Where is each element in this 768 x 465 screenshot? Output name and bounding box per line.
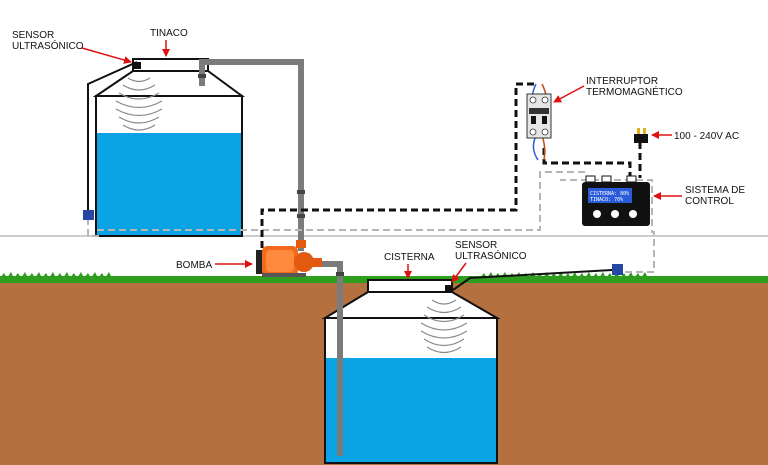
control-display bbox=[588, 188, 632, 203]
control-button-2 bbox=[611, 210, 619, 218]
cistern-sensor bbox=[445, 285, 453, 292]
sensor-cables bbox=[87, 171, 655, 273]
tinaco-sensor-waves bbox=[115, 77, 163, 131]
control-box bbox=[582, 175, 650, 226]
label-sensor-bottom-line1: SENSOR bbox=[455, 240, 497, 251]
label-sensor-top-line1: SENSOR bbox=[12, 30, 54, 41]
cistern-tank bbox=[321, 279, 501, 464]
cistern-sensor-waves bbox=[420, 299, 468, 354]
label-tinaco: TINACO bbox=[150, 28, 188, 39]
cistern-sensor-cable bbox=[452, 269, 613, 291]
pump bbox=[256, 240, 322, 277]
pipe-joints bbox=[198, 74, 344, 276]
arrow-interruptor bbox=[553, 85, 585, 103]
display-line-2: TINACO: 70% bbox=[590, 197, 623, 203]
arrow-sensor-top bbox=[81, 47, 132, 64]
label-interruptor-line1: INTERRUPTOR bbox=[586, 76, 658, 87]
control-button-3 bbox=[629, 210, 637, 218]
label-cisterna: CISTERNA bbox=[384, 252, 435, 263]
label-sensor-top-line2: ULTRASÓNICO bbox=[12, 39, 84, 52]
control-button-1 bbox=[593, 210, 601, 218]
power-plug bbox=[634, 128, 648, 143]
power-cables bbox=[260, 82, 642, 248]
breaker bbox=[526, 93, 552, 139]
tinaco-sensor-cable bbox=[87, 61, 138, 212]
label-interruptor-line2: TERMOMAGNÉTICO bbox=[586, 85, 683, 98]
tinaco-sensor-junction bbox=[83, 210, 94, 220]
label-bomba: BOMBA bbox=[176, 260, 212, 271]
cistern-water bbox=[326, 358, 496, 462]
label-power: 100 - 240V AC bbox=[674, 131, 739, 142]
label-sistema-line2: CONTROL bbox=[685, 196, 734, 207]
display-line-1: CISTERNA: 80% bbox=[590, 191, 629, 197]
tinaco-sensor bbox=[133, 62, 141, 69]
label-sistema-line1: SISTEMA DE bbox=[685, 185, 745, 196]
label-sensor-bottom-line2: ULTRASÓNICO bbox=[455, 249, 527, 262]
tinaco-water bbox=[97, 133, 241, 235]
cistern-sensor-junction bbox=[612, 264, 623, 275]
arrow-sensor-bottom bbox=[451, 262, 467, 283]
tinaco-tank bbox=[92, 58, 246, 237]
